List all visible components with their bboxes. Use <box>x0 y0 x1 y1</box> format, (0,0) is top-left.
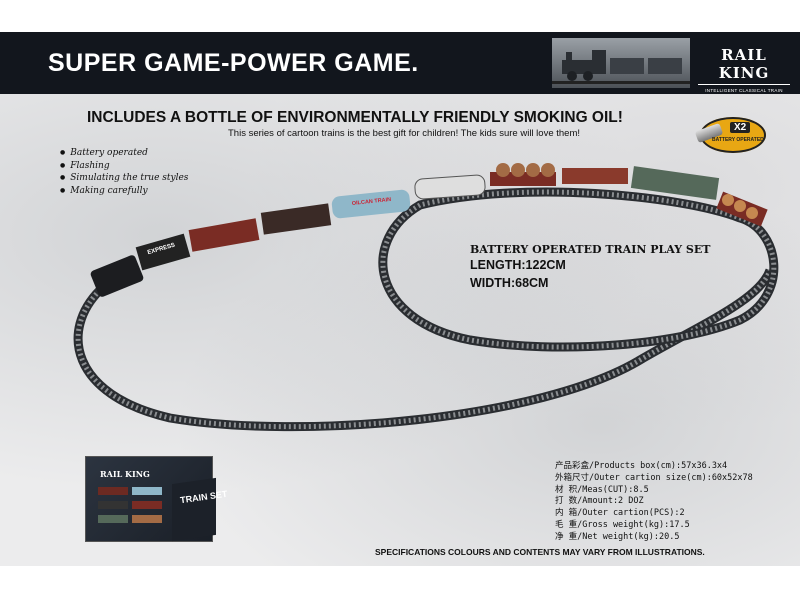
track-right-oval <box>378 187 779 352</box>
specifications-list: 产品彩盒/Products box(cm):57x36.3x4 外箱尺寸/Out… <box>555 461 753 544</box>
spec-line: 外箱尺寸/Outer cartion size(cm):60x52x78 <box>555 472 753 483</box>
steam-train-icon <box>552 50 690 84</box>
passenger-car-icon <box>630 166 720 200</box>
locomotive-icon: EXPRESS <box>90 233 191 297</box>
brand-logo-tagline: INTELLIGENT CLASSICAL TRAIN <box>705 88 783 93</box>
feature-item: Making carefully <box>60 185 188 198</box>
package-box-logo: RAIL KING <box>100 469 150 479</box>
feature-item: Simulating the true styles <box>60 172 188 185</box>
headline: INCLUDES A BOTTLE OF ENVIRONMENTALLY FRI… <box>87 109 623 126</box>
feature-item: Flashing <box>60 160 188 173</box>
product-width: WIDTH:68CM <box>470 276 549 290</box>
train-consist: EXPRESS OILCAN TRAIN <box>90 163 768 297</box>
spec-line: 内 箱/Outer cartion(PCS):2 <box>555 508 685 519</box>
package-box-side <box>172 477 216 542</box>
spec-line: 产品彩盒/Products box(cm):57x36.3x4 <box>555 461 728 471</box>
battery-badge: X2 BATTERY OPERATED <box>694 117 766 153</box>
tanker-car-icon <box>331 189 411 219</box>
spec-line: 打 数/Amount:2 DOZ <box>555 496 644 507</box>
spec-line: 材 积/Meas(CUT):8.5 <box>555 484 649 495</box>
battery-badge-text: BATTERY OPERATED <box>712 137 764 143</box>
feature-list: Battery operated Flashing Simulating the… <box>60 147 188 197</box>
header-bar: SUPER GAME-POWER GAME. RAIL KING INTELLI… <box>0 32 800 94</box>
brand-logo: RAIL KING INTELLIGENT CLASSICAL TRAIN <box>698 46 790 93</box>
disclaimer: SPECIFICATIONS COLOURS AND CONTENTS MAY … <box>375 547 705 557</box>
subheadline: This series of cartoon trains is the bes… <box>228 128 581 139</box>
package-box-trains-icon <box>98 487 162 523</box>
battery-count: X2 <box>730 122 751 133</box>
spec-line: 净 重/Net weight(kg):20.5 <box>555 531 680 542</box>
white-tanker-icon <box>414 174 486 200</box>
header-title: SUPER GAME-POWER GAME. <box>48 49 419 77</box>
track-left-loop <box>73 268 775 432</box>
product-title: BATTERY OPERATED TRAIN PLAY SET <box>470 243 711 256</box>
track-right-sleepers <box>380 189 777 350</box>
flat-car-icon <box>562 168 628 184</box>
boxcar-1-icon <box>188 218 260 252</box>
tanker-label: OILCAN TRAIN <box>352 197 392 207</box>
feature-item: Battery operated <box>60 147 188 160</box>
product-length: LENGTH:122CM <box>470 258 566 272</box>
brand-logo-name: RAIL KING <box>698 46 790 85</box>
boxcar-2-icon <box>260 203 332 235</box>
header-train-illustration <box>552 38 690 88</box>
spec-line: 毛 重/Gross weight(kg):17.5 <box>555 519 690 530</box>
